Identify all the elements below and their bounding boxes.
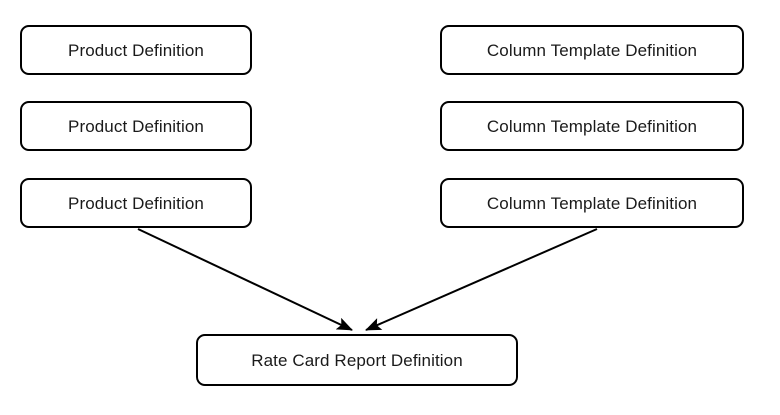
node-label: Product Definition: [68, 116, 204, 136]
node-column-template-definition-3[interactable]: Column Template Definition: [440, 178, 744, 228]
node-product-definition-1[interactable]: Product Definition: [20, 25, 252, 75]
node-rate-card-report-definition[interactable]: Rate Card Report Definition: [196, 334, 518, 386]
edge-column-template-to-report: [365, 228, 598, 331]
node-label: Product Definition: [68, 40, 204, 60]
node-column-template-definition-2[interactable]: Column Template Definition: [440, 101, 744, 151]
node-product-definition-3[interactable]: Product Definition: [20, 178, 252, 228]
node-product-definition-2[interactable]: Product Definition: [20, 101, 252, 151]
node-label: Column Template Definition: [486, 40, 698, 60]
node-label: Column Template Definition: [486, 193, 698, 213]
node-column-template-definition-1[interactable]: Column Template Definition: [440, 25, 744, 75]
node-label: Product Definition: [68, 193, 204, 213]
node-label: Rate Card Report Definition: [251, 350, 463, 370]
node-label: Column Template Definition: [486, 116, 698, 136]
edge-product-to-report: [137, 228, 353, 331]
